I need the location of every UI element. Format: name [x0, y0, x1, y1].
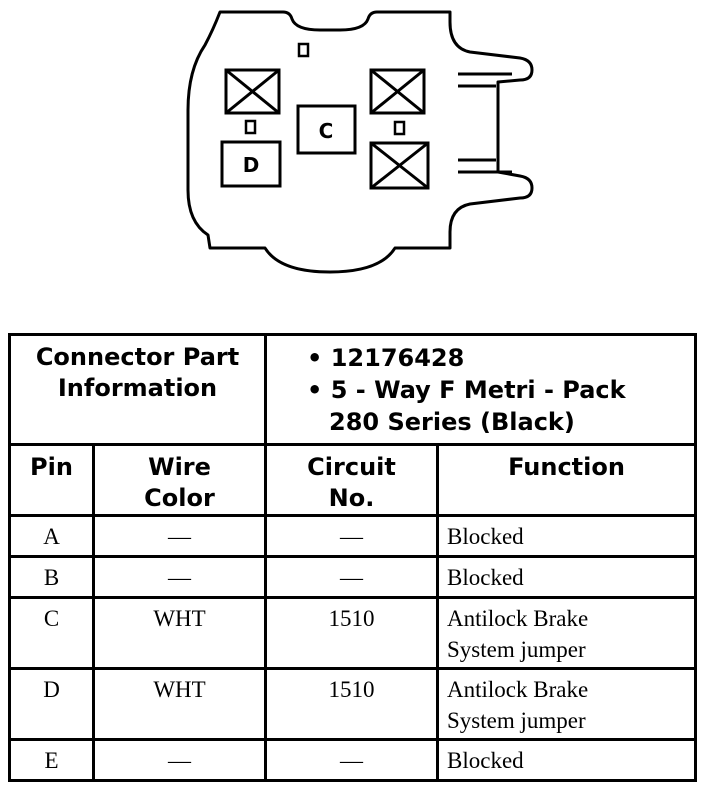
part-info-values: • 12176428 • 5 - Way F Metri - Pack 280 … [264, 333, 698, 446]
part-info-row: Connector Part Information • 12176428 • … [7, 333, 698, 446]
connector-series: 280 Series (Black) [329, 408, 575, 436]
cavity-d-label: D [243, 153, 260, 177]
connector-info-table: Connector Part Information • 12176428 • … [7, 333, 698, 782]
locator-mark-left [244, 119, 257, 135]
cavity-blocked-3 [369, 141, 430, 190]
table-row: B — — Blocked [8, 555, 698, 599]
function-cell: Antilock Brake System jumper [436, 667, 698, 741]
part-number: 12176428 [330, 344, 465, 372]
cavity-d: D [220, 140, 282, 188]
function-text: Blocked [447, 565, 524, 590]
circuit-cell: 1510 [264, 667, 440, 741]
locator-mark-right [393, 120, 406, 136]
pin-cell: B [8, 555, 95, 599]
function-text: System jumper [447, 708, 586, 733]
col-header-pin: Pin [8, 443, 95, 517]
col-header-circuit: Circuit No. [264, 443, 440, 517]
col-header-text: Pin [30, 453, 73, 481]
connector-face-diagram: C D [186, 10, 534, 274]
col-header-text: Function [508, 453, 625, 481]
connector-body-outline [186, 10, 534, 274]
table-row: E — — Blocked [8, 738, 698, 782]
table-row: C WHT 1510 Antilock Brake System jumper [8, 596, 698, 670]
circuit-cell: — [264, 738, 440, 782]
wire-color-cell: WHT [91, 667, 268, 741]
bullet: • [307, 376, 323, 404]
locator-marks [244, 42, 406, 136]
table-row: D WHT 1510 Antilock Brake System jumper [8, 667, 698, 741]
function-text: System jumper [447, 637, 586, 662]
part-info-label-line: Connector Part [35, 343, 240, 371]
column-header-row: Pin Wire Color Circuit No. Function [8, 443, 698, 517]
function-cell: Blocked [436, 514, 698, 558]
connector-type: 5 - Way F Metri - Pack [330, 376, 626, 404]
function-text: Blocked [447, 748, 524, 773]
cavity-c: C [296, 104, 357, 155]
wire-color-cell: — [91, 514, 268, 558]
pin-cell: A [8, 514, 95, 558]
wire-color-cell: — [91, 738, 268, 782]
locator-mark-top [297, 42, 310, 58]
pin-cell: E [8, 738, 95, 782]
wire-color-cell: — [91, 555, 268, 599]
function-text: Antilock Brake [447, 606, 589, 631]
col-header-text: Circuit [307, 453, 396, 481]
circuit-cell: — [264, 555, 440, 599]
function-text: Antilock Brake [447, 677, 589, 702]
part-info-label-line: Information [57, 374, 218, 402]
table-row: A — — Blocked [8, 514, 698, 558]
connector-type-line: • 5 - Way F Metri - Pack [307, 374, 694, 406]
col-header-wire-color: Wire Color [91, 443, 268, 517]
cavity-blocked-2 [369, 68, 426, 115]
col-header-function: Function [436, 443, 698, 517]
col-header-text: Color [144, 484, 215, 512]
function-cell: Antilock Brake System jumper [436, 596, 698, 670]
wire-color-cell: WHT [91, 596, 268, 670]
part-number-line: • 12176428 [307, 342, 694, 374]
col-header-text: No. [328, 484, 375, 512]
circuit-cell: — [264, 514, 440, 558]
function-text: Blocked [447, 524, 524, 549]
function-cell: Blocked [436, 555, 698, 599]
part-info-label: Connector Part Information [7, 333, 268, 446]
circuit-cell: 1510 [264, 596, 440, 670]
cavity-blocked-1 [224, 68, 281, 115]
pin-cell: D [8, 667, 95, 741]
cavity-c-label: C [319, 119, 334, 143]
function-cell: Blocked [436, 738, 698, 782]
col-header-text: Wire [148, 453, 211, 481]
pin-cell: C [8, 596, 95, 670]
bullet: • [307, 344, 323, 372]
